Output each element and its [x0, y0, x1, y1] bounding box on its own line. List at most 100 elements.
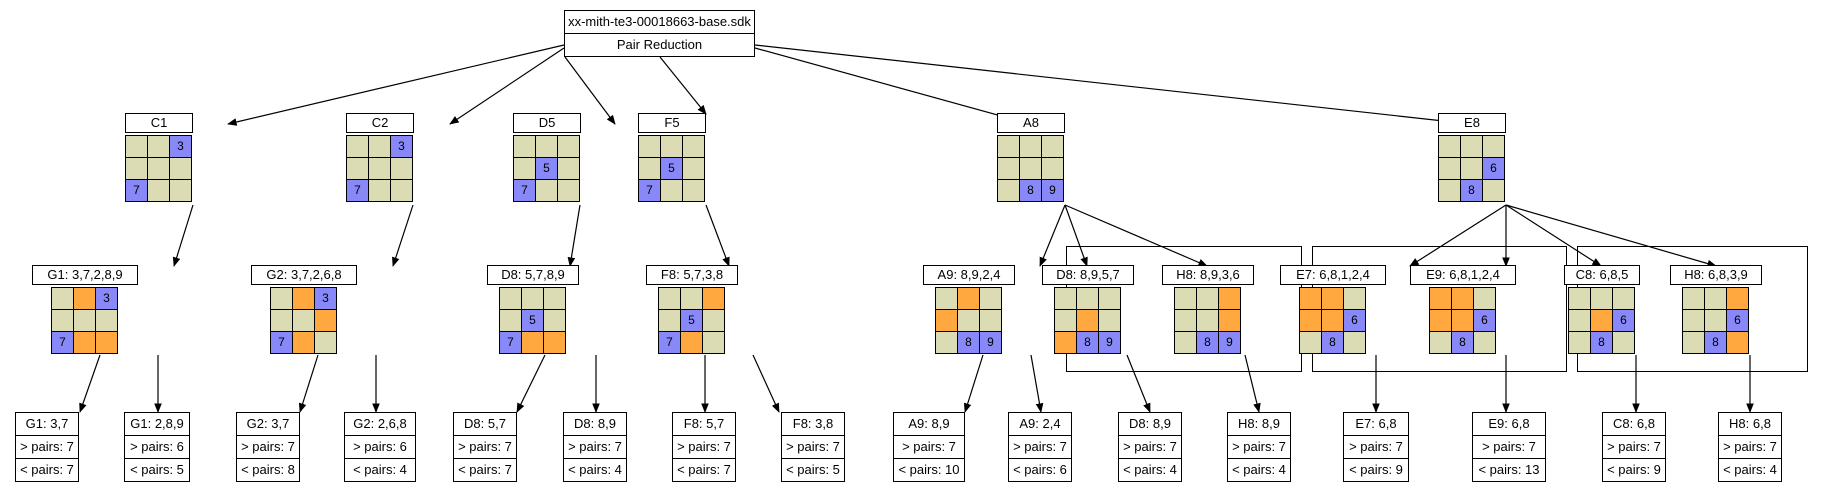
result-gt: > pairs: 7	[1344, 435, 1408, 458]
result-node: E7: 6,8> pairs: 7< pairs: 9	[1343, 412, 1409, 482]
grid-cell	[126, 158, 148, 180]
result-label: A9: 8,9	[908, 416, 950, 431]
result-label: H8: 8,9	[1238, 416, 1280, 431]
grid-cell	[500, 288, 522, 310]
grid-cell	[1344, 332, 1366, 354]
result-gt: > pairs: 7	[673, 435, 735, 458]
result-node: H8: 8,9> pairs: 7< pairs: 4	[1227, 412, 1291, 482]
result-gt: > pairs: 7	[894, 435, 964, 458]
grid-cell	[1461, 158, 1483, 180]
result-gt: > pairs: 6	[125, 435, 189, 458]
pair-node-label: D8: 5,7,8,9	[487, 265, 579, 285]
edge-c2-g2	[392, 204, 414, 267]
grid-cell	[1020, 158, 1042, 180]
grid-cell: 9	[980, 332, 1002, 354]
pair-node-label: A9: 8,9,2,4	[923, 265, 1015, 285]
edge-g1-leaf1	[79, 354, 101, 413]
grid-cell	[683, 158, 705, 180]
result-node: A9: 2,4> pairs: 7< pairs: 6	[1008, 412, 1072, 482]
grid-cell	[1439, 158, 1461, 180]
result-label: G1: 2,8,9	[130, 416, 184, 431]
grid-cell	[1077, 288, 1099, 310]
grid-cell	[1727, 332, 1749, 354]
grid-cell	[1175, 310, 1197, 332]
grid-cell	[1055, 288, 1077, 310]
grid-cell	[1474, 288, 1496, 310]
edge-root-c2	[449, 47, 565, 125]
grid-cell: 5	[522, 310, 544, 332]
grid-cell	[1683, 288, 1705, 310]
result-label: F8: 3,8	[792, 416, 834, 431]
grid-cell	[1175, 288, 1197, 310]
grid-cell	[293, 288, 315, 310]
result-lt: < pairs: 4	[345, 458, 415, 481]
grid-cell: 6	[1483, 158, 1505, 180]
result-lt: < pairs: 9	[1344, 458, 1408, 481]
grid-cell	[536, 180, 558, 202]
edge-a8-d8	[1064, 204, 1088, 267]
grid-cell	[347, 158, 369, 180]
result-lt: < pairs: 7	[673, 458, 735, 481]
grid-cell	[369, 158, 391, 180]
result-label: A9: 2,4	[1019, 416, 1061, 431]
grid-cell	[148, 136, 170, 158]
result-node: D8: 8,9> pairs: 7< pairs: 4	[1118, 412, 1182, 482]
grid-cell	[1439, 180, 1461, 202]
grid-cell	[1197, 310, 1219, 332]
grid-cell	[1705, 310, 1727, 332]
grid-cell	[1461, 136, 1483, 158]
grid-cell: 7	[639, 180, 661, 202]
grid-cell	[391, 158, 413, 180]
result-gt: > pairs: 7	[1603, 435, 1665, 458]
grid-cell: 5	[681, 310, 703, 332]
result-lt: < pairs: 6	[1009, 458, 1071, 481]
grid-cell	[998, 158, 1020, 180]
grid-cell	[558, 158, 580, 180]
grid-cell	[1322, 310, 1344, 332]
grid-cell	[293, 332, 315, 354]
grid-cell	[661, 180, 683, 202]
grid-cell	[1300, 332, 1322, 354]
grid-cell	[1344, 288, 1366, 310]
grid-cell: 6	[1727, 310, 1749, 332]
grid-cell: 3	[170, 136, 192, 158]
grid-cell	[639, 158, 661, 180]
result-lt: < pairs: 4	[1719, 458, 1781, 481]
edge-a8-a9	[1039, 204, 1066, 267]
grid-cell	[703, 288, 725, 310]
grid-cell	[1613, 288, 1635, 310]
edge-e8-c8	[1505, 204, 1602, 267]
result-lt: < pairs: 4	[1228, 458, 1290, 481]
grid-cell	[1683, 332, 1705, 354]
grid-cell	[74, 310, 96, 332]
result-node: G2: 3,7> pairs: 7< pairs: 8	[236, 412, 300, 482]
result-lt: < pairs: 5	[125, 458, 189, 481]
grid-cell	[558, 136, 580, 158]
result-node: G2: 2,6,8> pairs: 6< pairs: 4	[344, 412, 416, 482]
grid-cell	[170, 180, 192, 202]
result-lt: < pairs: 7	[454, 458, 516, 481]
grid-cell	[703, 332, 725, 354]
grid-cell	[522, 288, 544, 310]
grid-cell	[1613, 332, 1635, 354]
grid-cell	[958, 288, 980, 310]
grid-cell: 6	[1474, 310, 1496, 332]
result-label: G2: 3,7	[246, 416, 290, 431]
candidate-node-c2-label: C2	[346, 113, 414, 133]
grid-cell: 7	[52, 332, 74, 354]
grid-cell	[1055, 310, 1077, 332]
root-title: Pair Reduction	[616, 37, 703, 52]
